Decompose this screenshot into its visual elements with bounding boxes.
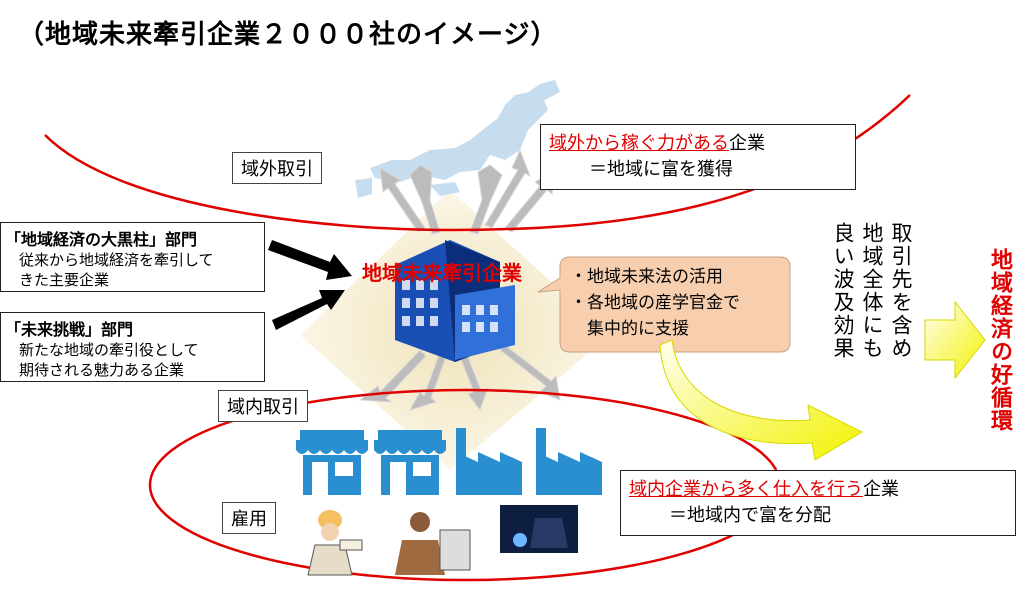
callout-bubble	[537, 256, 791, 353]
effect-text-col2: 地域全体にも	[860, 222, 884, 360]
outside-earning-highlight: 域外から稼ぐ力がある	[549, 133, 729, 154]
result-arrow	[924, 300, 986, 380]
effect-arrow	[659, 339, 864, 461]
center-company-title: 地域未来牽引企業	[362, 261, 522, 285]
pillar-dept-title: 「地域経済の大黒柱」部門	[5, 230, 198, 249]
future-dept-line2: 期待される魅力ある企業	[19, 361, 185, 379]
outside-earning-suffix: 企業	[729, 133, 765, 154]
building-icon	[395, 240, 515, 362]
effect-text-col1: 取引先を含め	[889, 222, 913, 360]
inside-trade-arrows	[358, 344, 561, 412]
employment-label: 雇用	[222, 502, 276, 534]
inside-purchase-suffix: 企業	[863, 479, 899, 500]
japan-map-icon	[355, 80, 560, 198]
pillar-dept-line1: 従来から地域経済を牽引して	[19, 251, 214, 269]
future-dept-title: 「未来挑戦」部門	[5, 320, 134, 339]
factory-icon	[456, 428, 522, 495]
pillar-dept-line2: きた主要企業	[19, 271, 110, 289]
worker-icon	[307, 510, 363, 576]
future-dept-box: 「未来挑戦」部門 新たな地域の牽引役として 期待される魅力ある企業	[0, 312, 265, 382]
welder-icon	[500, 505, 578, 553]
outside-trade-label: 域外取引	[232, 152, 322, 184]
inside-purchase-highlight: 域内企業から多く仕入を行う	[629, 479, 863, 500]
callout-line3: 集中的に支援	[570, 319, 689, 339]
pillar-dept-box: 「地域経済の大黒柱」部門 従来から地域経済を牽引して きた主要企業	[0, 222, 265, 292]
callout-line2: ・各地域の産学官金で	[570, 293, 740, 313]
effect-text-col3: 良い波及効果	[831, 222, 855, 360]
input-arrows	[268, 240, 352, 330]
page-title: （地域未来牽引企業２０００社のイメージ）	[18, 20, 558, 50]
outside-earning-box: 域外から稼ぐ力がある企業 ＝地域に富を獲得	[540, 124, 856, 190]
inside-purchase-box: 域内企業から多く仕入を行う企業 ＝地域内で富を分配	[620, 470, 1016, 536]
shop-icon	[374, 430, 446, 495]
inside-trade-label: 域内取引	[218, 390, 308, 422]
callout-text: ・地域未来法の活用 ・各地域の産学官金で 集中的に支援	[570, 264, 740, 342]
factory-icon	[536, 428, 602, 495]
inside-purchase-line2: ＝地域内で富を分配	[669, 505, 831, 526]
outside-earning-line2: ＝地域に富を獲得	[589, 159, 733, 180]
future-dept-line1: 新たな地域の牽引役として	[19, 341, 199, 359]
callout-line1: ・地域未来法の活用	[570, 267, 723, 287]
economy-cycle-text: 地域経済の好循環	[987, 248, 1012, 432]
office-worker-icon	[395, 512, 471, 575]
shop-icon	[296, 430, 368, 495]
